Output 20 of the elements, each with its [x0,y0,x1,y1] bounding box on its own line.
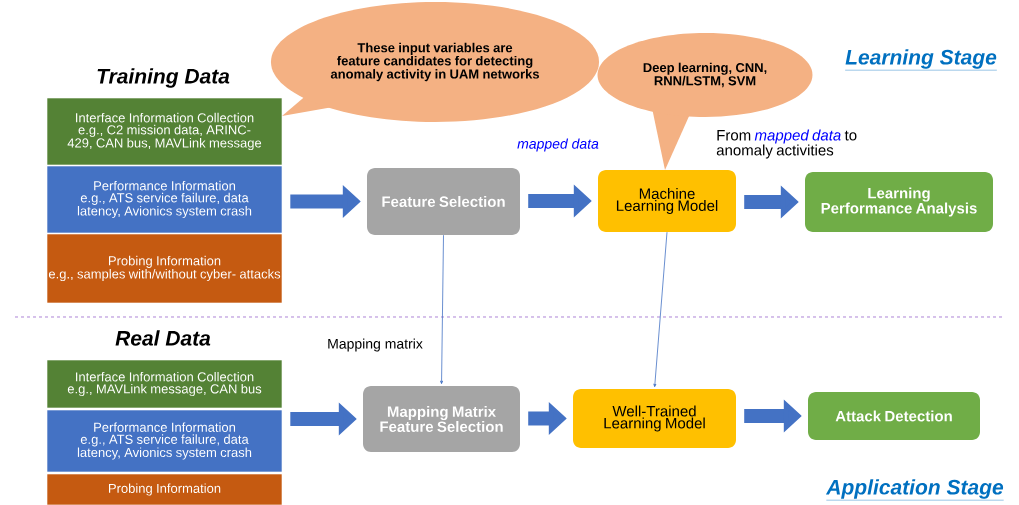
result-box: Learning Performance Analysis [805,172,993,232]
arrow [653,231,668,388]
edge-label: mapped data [517,138,599,152]
info-box: Probing Information e.g., samples with/without cyber- attacks [46,233,283,304]
model-box: Well-Trained Learning Model [573,389,736,448]
model-box: Machine Learning Model [598,170,736,232]
info-box: Probing Information [46,473,283,505]
info-box: Interface Information Collection e.g., C2 mission data, ARINC-429, CAN bus, MAVLink message [46,97,283,166]
section-heading: Training Data [97,68,230,88]
stage-heading: Application Stage [825,479,1004,501]
result-box: Attack Detection [808,392,980,440]
arrow [440,234,444,385]
info-box: Interface Information Collection e.g., MAVLink message, CAN bus [46,359,283,409]
process-box: Mapping Matrix Feature Selection [363,386,520,452]
edge-label: Mapping matrix [328,338,423,352]
info-box: Performance Information e.g., ATS service failure, data latency, Avionics system crash [46,409,283,473]
section-heading: Real Data [115,330,211,346]
stage-heading: Learning Stage [844,49,998,71]
info-box: Performance Information e.g., ATS service failure, data latency, Avionics system crash [46,165,283,234]
process-box: Feature Selection [367,168,520,235]
